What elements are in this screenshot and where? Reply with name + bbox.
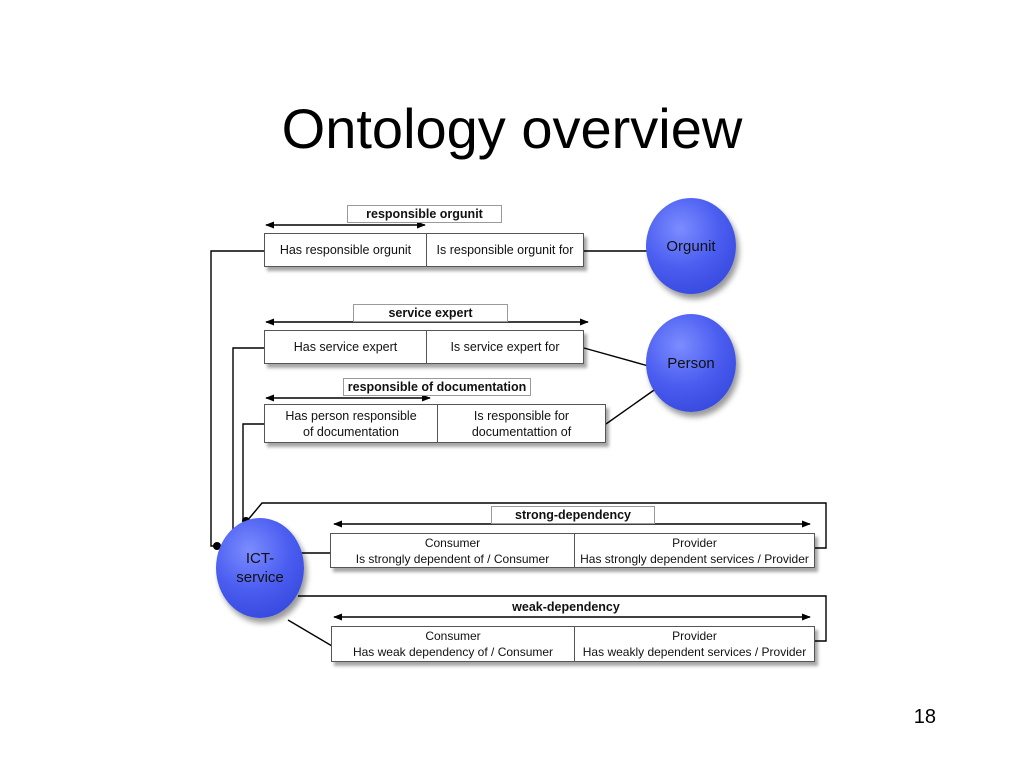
relation-right-cell: Provider Has weakly dependent services /…: [574, 627, 814, 661]
bus-service-expert: [232, 347, 266, 546]
connector-person-documentation: [605, 387, 658, 425]
relation-left-cell: Consumer Is strongly dependent of / Cons…: [355, 535, 550, 566]
relation-label-responsible-documentation: responsible of documentation: [343, 378, 531, 396]
bus-responsible-orgunit: [210, 250, 266, 547]
relation-box-responsible-documentation: Has person responsible of documentation …: [264, 404, 606, 443]
relation-left-cell: Has service expert: [293, 340, 398, 354]
relation-label-strong-dependency: strong-dependency: [491, 506, 655, 524]
loop-strong-dependency: [246, 502, 827, 549]
relation-left-cell: Has person responsible of documentation: [285, 408, 417, 439]
relation-right-cell: Provider Has strongly dependent services…: [574, 534, 814, 567]
slide-title: Ontology overview: [281, 97, 743, 160]
relation-right-cell: Is responsible for documentattion of: [437, 405, 605, 442]
relation-box-weak-dependency: Consumer Has weak dependency of / Consum…: [331, 626, 815, 662]
relation-right-cell: Is service expert for: [426, 331, 583, 363]
relation-label-weak-dependency: weak-dependency: [512, 600, 620, 614]
relation-right-cell: Is responsible orgunit for: [426, 234, 583, 266]
loop-weak-dependency: [298, 595, 827, 642]
node-orgunit: Orgunit: [646, 198, 736, 294]
relation-box-responsible-orgunit: Has responsible orgunit Is responsible o…: [264, 233, 584, 267]
node-ict-service: ICT- service: [216, 518, 304, 618]
relation-left-cell: Has responsible orgunit: [279, 243, 412, 257]
page-number: 18: [913, 706, 936, 728]
relation-label-service-expert: service expert: [353, 304, 508, 322]
relation-box-service-expert: Has service expert Is service expert for: [264, 330, 584, 364]
relation-left-cell: Consumer Has weak dependency of / Consum…: [352, 629, 554, 659]
relation-label-responsible-orgunit: responsible orgunit: [347, 205, 502, 223]
bus-responsible-documentation: [242, 423, 266, 521]
connector-weak-consumer: [287, 619, 333, 647]
connector-person-expert: [583, 347, 653, 368]
node-person: Person: [646, 314, 736, 412]
relation-box-strong-dependency: Consumer Is strongly dependent of / Cons…: [330, 533, 815, 568]
